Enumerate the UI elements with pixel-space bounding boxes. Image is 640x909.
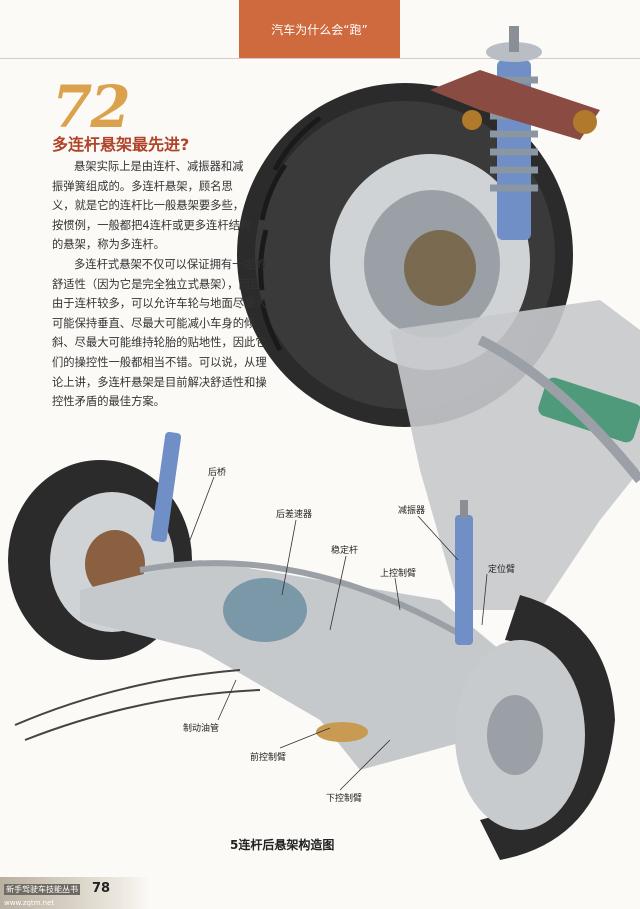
label-rear-differential: 后差速器 — [276, 508, 312, 520]
part-labels: 后桥 后差速器 减振器 稳定杆 上控制臂 定位臂 制动油管 前控制臂 下控制臂 — [183, 466, 515, 804]
figure-caption: 5连杆后悬架构造图 — [230, 838, 335, 852]
top-coilover — [430, 26, 600, 240]
body-paragraph: 多连杆式悬架不仅可以保证拥有一定的舒适性（因为它是完全独立式悬架），而且由于连杆… — [52, 258, 267, 409]
label-rear-axle: 后桥 — [208, 466, 226, 478]
section-number: 72 — [52, 73, 131, 141]
label-locating-arm: 定位臂 — [488, 563, 515, 575]
label-shock-absorber: 减振器 — [398, 504, 425, 516]
header-divider — [0, 58, 640, 59]
callout-lines — [189, 476, 488, 791]
rear-subframe — [14, 560, 500, 770]
label-front-control-arm: 前控制臂 — [250, 751, 286, 763]
chapter-title: 汽车为什么会“跑” — [271, 22, 368, 37]
section-title: 多连杆悬架最先进? — [52, 135, 190, 154]
label-stabilizer-bar: 稳定杆 — [331, 544, 358, 556]
front-subframe — [390, 300, 640, 610]
chapter-header-tab: 汽车为什么会“跑” — [239, 0, 400, 58]
label-brake-line: 制动油管 — [183, 722, 219, 734]
rear-right-shock — [455, 500, 473, 645]
label-lower-control-arm: 下控制臂 — [326, 792, 362, 804]
series-label: 新手驾驶车技能丛书 — [4, 884, 80, 895]
site-watermark: www.zqtm.net — [4, 899, 55, 907]
rear-left-shock — [150, 431, 182, 543]
rear-right-wheel — [455, 595, 615, 860]
page-number: 78 — [92, 881, 111, 896]
label-upper-control-arm: 上控制臂 — [380, 567, 416, 579]
body-paragraph: 悬架实际上是由连杆、减振器和减振弹簧组成的。多连杆悬架，顾名思义，就是它的连杆比… — [52, 160, 252, 252]
